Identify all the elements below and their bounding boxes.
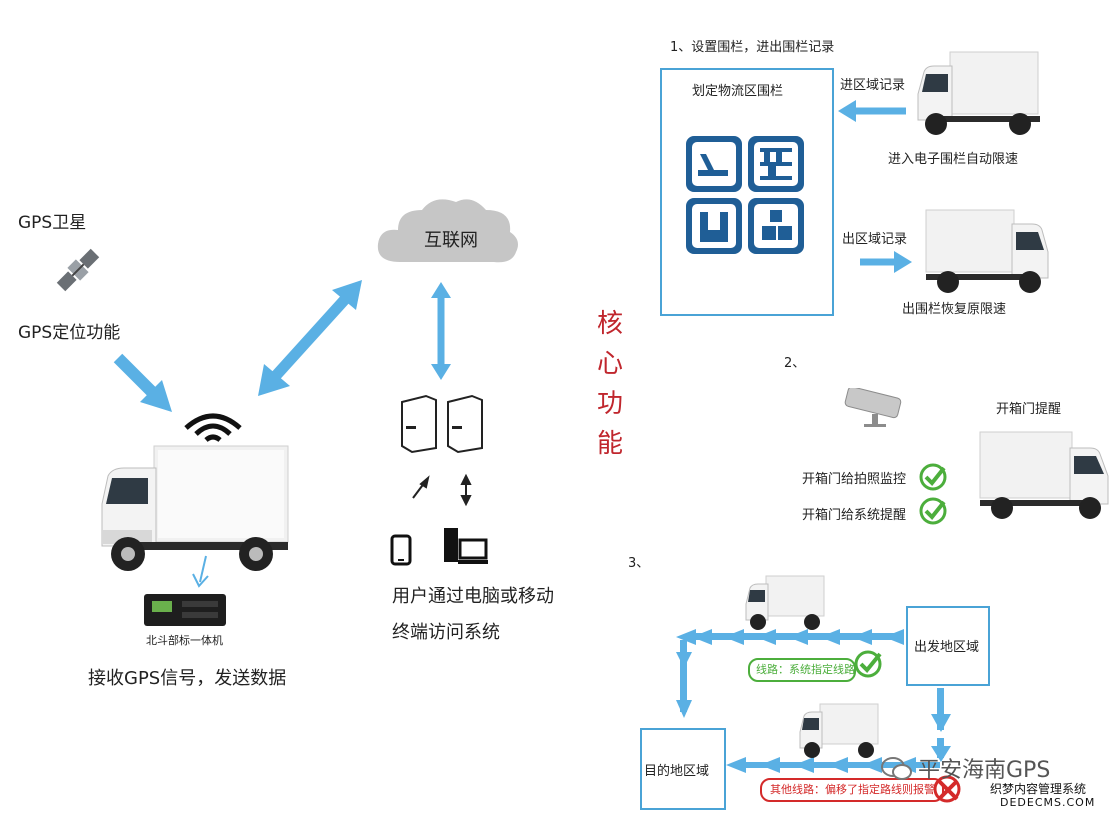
device-label: 北斗部标一体机 [146,634,223,647]
enter-truck-image [917,51,1040,135]
wireless-signal-icon [184,413,242,442]
device-link-arrows [412,473,472,507]
internet-label: 互联网 [424,230,478,251]
route-ok-badge [748,658,856,682]
server-icon [401,394,483,454]
route-ok-label: 线路：系统指定线路 [756,663,855,676]
exit-record-arrow [860,251,912,273]
truck-internet-arrow [258,280,362,396]
route-flow-arrows [676,629,951,773]
open-system-label: 开箱门给系统提醒 [802,508,907,523]
exit-truck-image [925,209,1049,293]
route-bad-label: 其他线路：偏移了指定路线则报警 [770,783,935,796]
check-icon [919,497,947,525]
alert-truck-image [979,431,1109,519]
receive-send-label: 接收GPS信号，发送数据 [88,668,287,689]
open-photo-label: 开箱门给拍照监控 [802,472,907,487]
enter-record-arrow [838,100,906,122]
gps-to-truck-arrow [113,353,172,412]
internet-servers-arrow [431,282,451,380]
truck-to-device-arrow [192,555,209,588]
warning-cross-icon [933,775,961,803]
exit-speed-label: 出围栏恢复原限速 [902,302,1007,317]
mobile-phone-icon [390,534,412,566]
exit-record-label: 出区域记录 [842,232,908,247]
open-alert-label: 开箱门提醒 [996,402,1062,417]
route-truck-top-image [745,575,825,630]
watermark-site2: DEDECMS.COM [1000,796,1096,809]
core-char: 功 [596,389,623,419]
start-area-box [906,606,990,686]
fence-label: 划定物流区围栏 [692,84,784,99]
camera-icon [844,388,902,427]
core-function-title: 核 心 功 能 [592,304,628,464]
check-icon [919,463,947,491]
core-char: 心 [596,349,623,379]
dest-area-label: 目的地区域 [644,764,710,779]
wechat-icon [881,757,912,780]
watermark-site1: 织梦内容管理系统 [990,782,1087,796]
enter-speed-label: 进入电子围栏自动限速 [888,152,1019,167]
gps-function-label: GPS定位功能 [18,323,121,343]
beidou-device-image [144,594,226,626]
internet-cloud-icon [377,199,518,263]
section2-number: 2、 [784,356,806,371]
gps-satellite-label: GPS卫星 [18,213,87,233]
access-line1: 用户通过电脑或移动 [392,586,554,607]
dest-area-box [640,728,726,810]
route-truck-bottom-image [799,703,879,758]
section1-title: 1、设置围栏，进出围栏记录 [670,40,835,55]
core-char: 能 [596,429,623,459]
satellite-icon [56,248,100,292]
core-char: 核 [596,309,623,339]
main-truck-image [101,445,289,571]
watermark-brand: 平安海南GPS [918,758,1051,783]
section3-number: 3、 [628,556,650,571]
start-area-label: 出发地区域 [914,640,980,655]
logistics-icon-grid [686,136,804,254]
route-bad-badge [760,778,944,802]
computer-icon [444,528,488,564]
access-line2: 终端访问系统 [392,622,500,643]
route-ok-check-icon [854,650,882,678]
fence-box [660,68,834,316]
enter-record-label: 进区域记录 [840,78,906,93]
